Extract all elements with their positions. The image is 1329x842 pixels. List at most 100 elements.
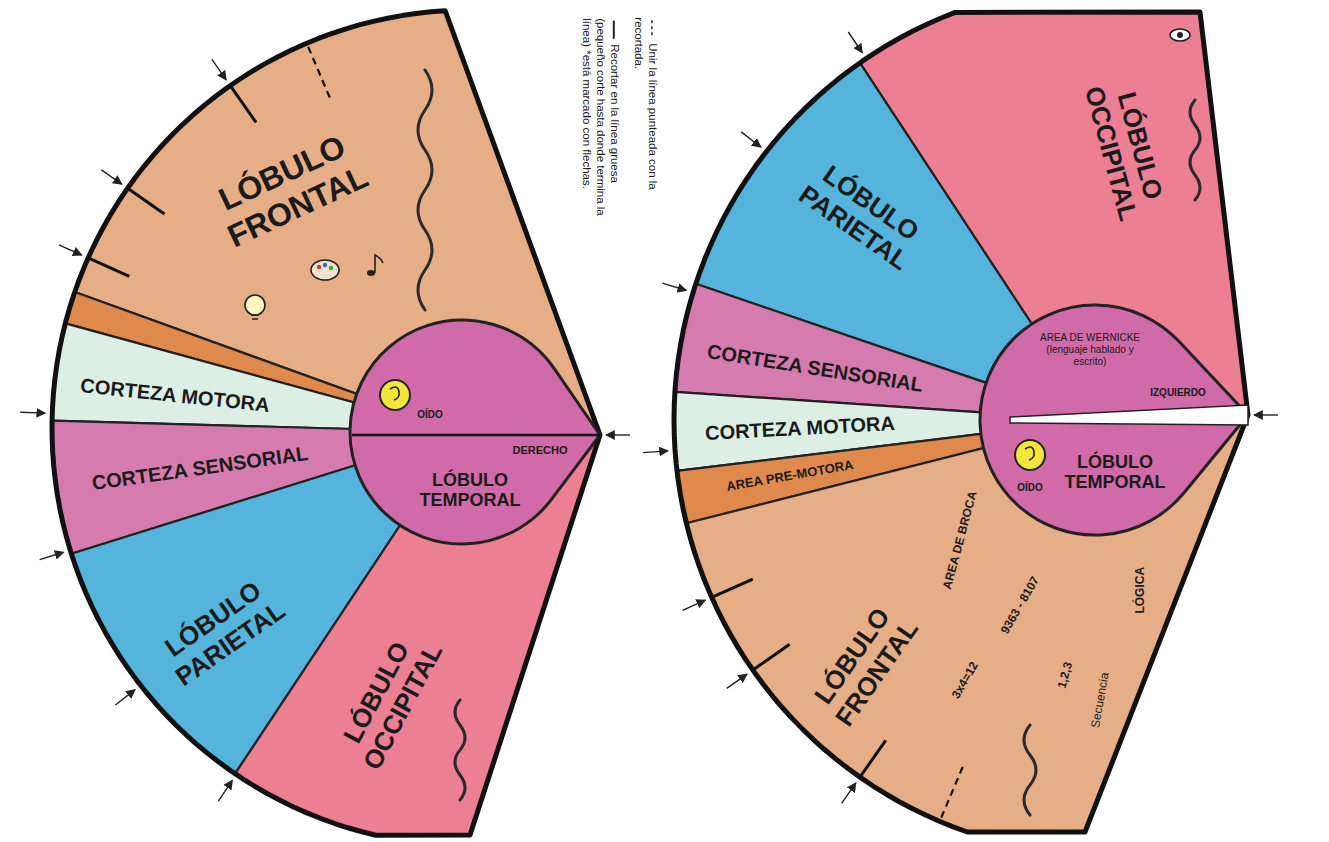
ear-shape [1025, 447, 1034, 460]
ear-icon [1015, 440, 1045, 470]
annotation-text: 1,2,3 [1053, 654, 1077, 696]
fan-outline [674, 12, 1248, 832]
note-head [367, 270, 375, 276]
annotation-text: Secuencia [1087, 664, 1113, 735]
annotation-box: 1,2,3 [1053, 654, 1077, 696]
eye-outline [1170, 29, 1190, 41]
annotation-box: OÍDO [410, 409, 450, 421]
annotation-box: Unir la línea punteada con la recortada. [631, 17, 659, 232]
region-name: LÓBULO FRONTAL [795, 582, 936, 747]
cut-marker-arrow [643, 451, 668, 453]
brain-region-box: CORTEZA SENSORIAL [690, 337, 941, 399]
annotation-text: AREA DE WERNICKE (lenguaje hablado y esc… [1031, 332, 1149, 368]
lobe-sector [686, 415, 1248, 832]
ear-circle [380, 380, 410, 410]
cut-line [860, 740, 886, 777]
cut-marker-arrow [1254, 414, 1278, 415]
ear-shape [390, 387, 399, 400]
annotation-box: Recortar en la línea gruesa (pequeño cor… [579, 18, 620, 233]
cut-marker-arrow [218, 780, 232, 801]
annotation-box: LÓGICA [1133, 563, 1147, 618]
palette-shape [311, 260, 339, 280]
annotation-text: OÍDO [1012, 482, 1048, 494]
brain-region-box: CORTEZA SENSORIAL [75, 439, 326, 497]
annotation-text: 9363 - 8107 [994, 567, 1046, 643]
glue-dashed-line [941, 764, 964, 817]
annotation-text: OÍDO [410, 409, 450, 421]
dashed-line-sample [651, 20, 652, 38]
cut-marker-arrow [741, 132, 761, 147]
music-note-icon [367, 255, 383, 276]
annotation-box: 9363 - 8107 [994, 567, 1046, 643]
cut-line [712, 579, 753, 597]
cut-line [88, 258, 129, 276]
cut-line [753, 644, 790, 670]
cut-marker-arrow [682, 600, 705, 610]
ear-icon [380, 380, 410, 410]
fan-outline [52, 11, 600, 836]
annotation-text: 3x4=12 [944, 651, 986, 710]
region-name: AREA PRE-MOTORA [715, 456, 865, 497]
region-name: CORTEZA MOTORA [690, 411, 911, 445]
brain-region-box: LÓBULO OCCIPITAL [1073, 55, 1177, 244]
bulb-base [251, 315, 259, 319]
temporal-lobe-shape [350, 320, 600, 544]
gyrus-line [418, 70, 432, 310]
region-name: LÓBULO TEMPORAL [413, 470, 528, 511]
lightbulb-icon [245, 295, 265, 319]
brain-region-box: LÓBULO PARIETAL [139, 562, 304, 703]
annotation-box: DERECHO [505, 444, 575, 457]
cut-line [128, 188, 165, 214]
annotation-text: LÓGICA [1133, 563, 1147, 618]
region-name: LÓBULO TEMPORAL [1058, 452, 1173, 493]
cut-marker-arrow [606, 434, 630, 435]
gyrus-line [1024, 725, 1036, 815]
glue-dashed-line [308, 47, 331, 100]
cut-marker-arrow [59, 245, 82, 255]
brain-region-box: LÓBULO TEMPORAL [413, 470, 528, 511]
annotation-text: Recortar en la línea gruesa (pequeño cor… [579, 18, 620, 233]
annotation-box: OÍDO [1012, 482, 1048, 494]
region-name: LÓBULO OCCIPITAL [1073, 55, 1177, 244]
brain-region-box: LÓBULO PARIETAL [779, 146, 944, 287]
region-name: LÓBULO PARIETAL [779, 146, 944, 287]
annotation-box: Secuencia [1087, 664, 1113, 735]
brain-fan [20, 11, 630, 836]
region-name: LÓBULO OCCIPITAL [324, 611, 457, 789]
gyrus-line [455, 700, 465, 800]
cut-marker-arrow [842, 783, 856, 803]
brain-fan [643, 12, 1278, 832]
annotation-box: AREA DE WERNICKE (lenguaje hablado y esc… [1031, 332, 1149, 368]
region-name: LÓBULO PARIETAL [139, 562, 304, 703]
temporal-lobe-shape [980, 305, 1248, 535]
annotation-text: IZQUIERDO [1146, 387, 1210, 399]
annotation-box: AREA DE BROCA [939, 485, 981, 595]
region-name: CORTEZA SENSORIAL [75, 439, 326, 497]
brain-region-box: AREA PRE-MOTORA [715, 456, 865, 497]
gyrus-line [1190, 100, 1200, 200]
cut-marker-arrow [662, 283, 686, 290]
cut-marker-arrow [101, 170, 121, 184]
annotation-box: IZQUIERDO [1146, 387, 1210, 399]
eye-icon [1170, 29, 1190, 41]
solid-line-sample [613, 21, 615, 39]
cut-marker-arrow [212, 59, 226, 79]
brain-region-box: LÓBULO TEMPORAL [1058, 452, 1173, 493]
cut-marker-arrow [727, 674, 747, 688]
cut-marker-arrow [848, 32, 862, 53]
temporal-cut-notch [1010, 405, 1248, 425]
region-name: LÓBULO FRONTAL [188, 116, 391, 263]
annotation-text: AREA DE BROCA [939, 485, 981, 595]
cut-marker-arrow [20, 412, 45, 414]
cut-marker-arrow [40, 552, 64, 559]
brain-region-box: LÓBULO OCCIPITAL [324, 611, 457, 789]
ear-circle [1015, 440, 1045, 470]
palette-icon [311, 260, 339, 280]
region-name: CORTEZA MOTORA [64, 372, 285, 418]
paint-dot [317, 265, 321, 269]
annotation-box: 3x4=12 [944, 651, 986, 710]
temporal-cut-line [352, 434, 600, 437]
paint-dot [329, 266, 333, 270]
